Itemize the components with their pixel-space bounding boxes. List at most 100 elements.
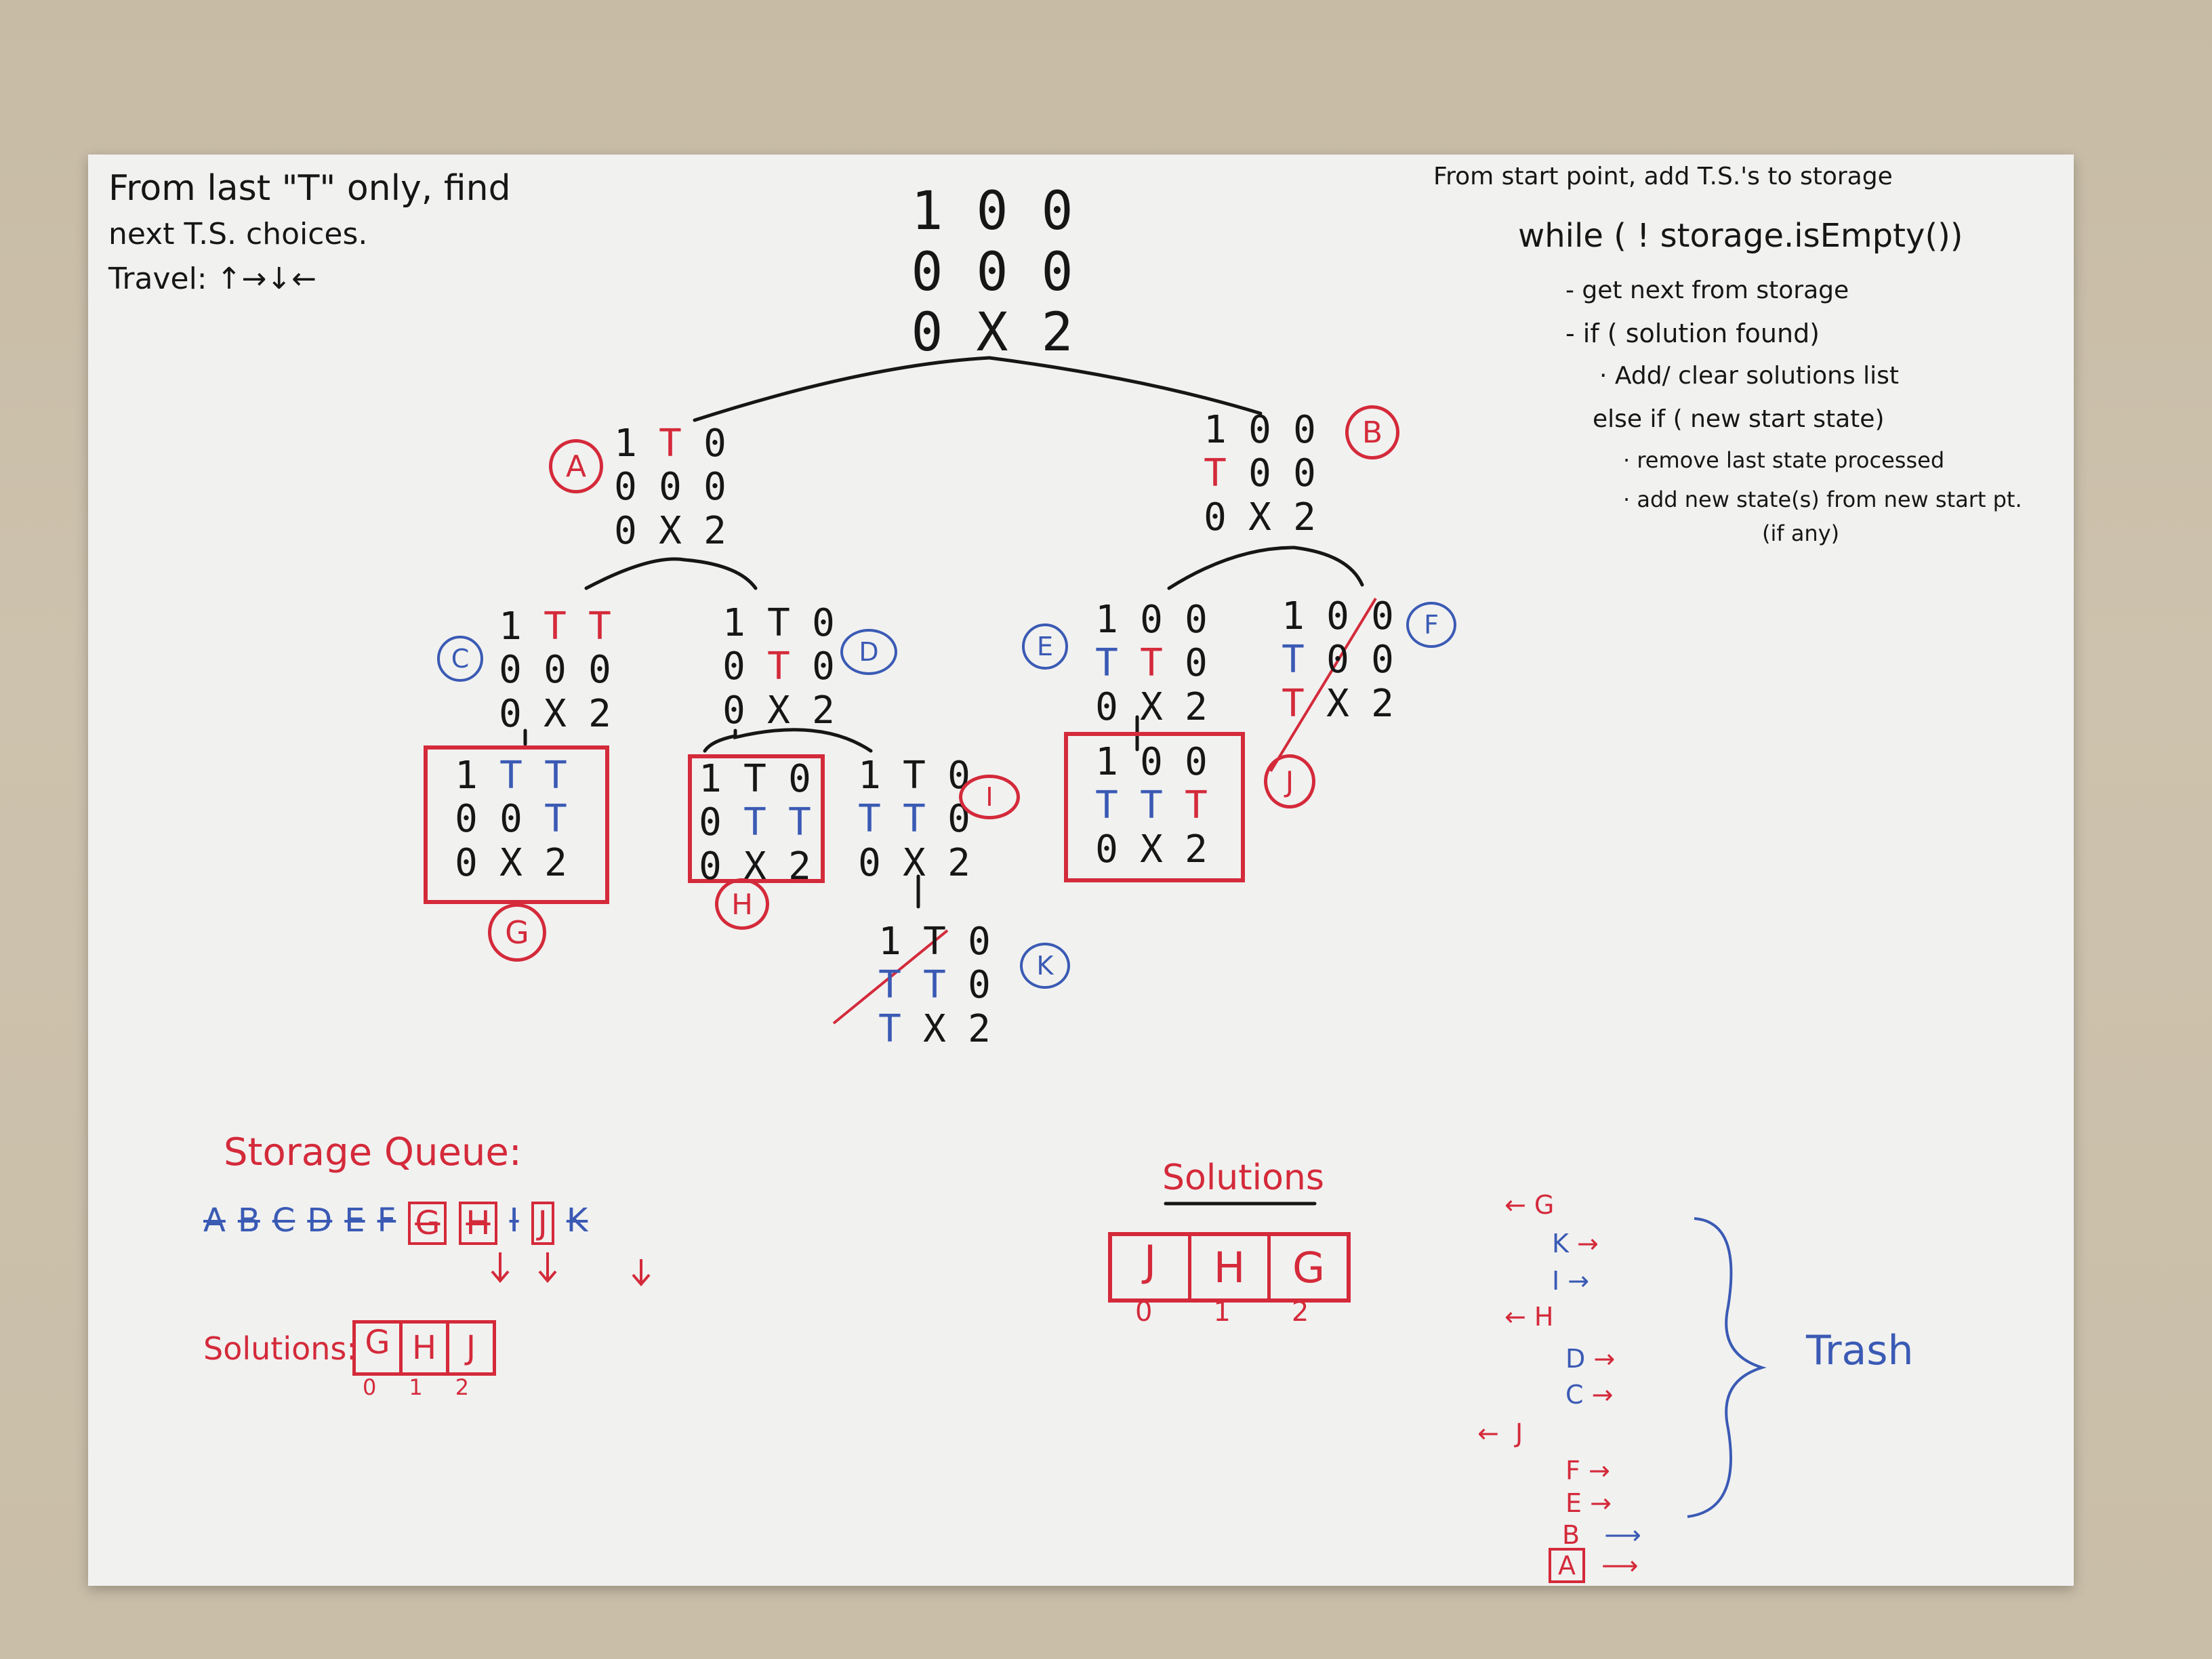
trash-brace — [1687, 1217, 1767, 1518]
storage-item: I — [509, 1202, 519, 1240]
solutions-left-list: G H J — [352, 1320, 496, 1376]
label-node-k: K — [1020, 943, 1070, 989]
note-top-left-1: From last "T" only, find — [108, 168, 511, 209]
solution-box-h — [688, 754, 825, 883]
note-top-right-8: · add new state(s) from new start pt. — [1623, 487, 2022, 512]
arrow-left-icon: ← — [1477, 1418, 1515, 1448]
label-node-e: E — [1022, 623, 1068, 670]
trash-item-a: A ⟶ — [1549, 1548, 1639, 1583]
arrow-down-g — [491, 1252, 510, 1284]
solutions-left-indices: 0 1 2 — [363, 1374, 469, 1400]
trash-item-d: D → — [1565, 1344, 1616, 1374]
solutions-center-index: 2 — [1291, 1296, 1309, 1328]
note-top-right-9: (if any) — [1762, 520, 1840, 546]
solutions-left-cell: G — [365, 1324, 390, 1361]
label-node-f: F — [1406, 602, 1456, 648]
note-top-right-3: - get next from storage — [1565, 276, 1849, 304]
trash-label: Trash — [1806, 1327, 1914, 1374]
solutions-center-title: Solutions — [1162, 1158, 1324, 1198]
note-top-right-6: else if ( new start state) — [1593, 405, 1885, 433]
solutions-left-index: 1 — [409, 1374, 423, 1400]
edge-a-c — [584, 557, 687, 590]
edge-b-e — [1167, 546, 1296, 590]
note-top-left-3: Travel: ↑→↓← — [108, 262, 317, 296]
trash-item-h: ← H — [1504, 1302, 1554, 1332]
storage-item: K — [566, 1202, 588, 1240]
solutions-center-index: 1 — [1213, 1296, 1231, 1328]
trash-item-b: B ⟶ — [1562, 1520, 1641, 1550]
solution-box-j — [1064, 732, 1245, 882]
arrow-down-j — [632, 1259, 651, 1287]
solutions-left-cell: H — [399, 1324, 446, 1372]
tree-connectors — [491, 356, 1767, 1518]
strike-k — [832, 929, 949, 1025]
trash-item-k: K → — [1552, 1229, 1599, 1258]
label-node-h: H — [715, 878, 769, 930]
edge-d-h-i — [733, 728, 873, 753]
trash-item-c: C → — [1565, 1380, 1614, 1410]
storage-item: G — [408, 1202, 447, 1245]
arrow-left-icon: ← — [1504, 1190, 1534, 1220]
trash-item-g: ← G — [1504, 1190, 1555, 1220]
note-top-right-2: while ( ! storage.isEmpty()) — [1518, 217, 1963, 255]
note-top-right-1: From start point, add T.S.'s to storage — [1433, 163, 1893, 190]
label-node-d: D — [840, 629, 897, 675]
arrow-right-icon: → — [1582, 1488, 1612, 1518]
arrow-down-h — [538, 1252, 557, 1284]
storage-queue-title: Storage Queue: — [224, 1130, 522, 1174]
storage-item: H — [459, 1202, 497, 1245]
edge-root-a — [693, 356, 991, 422]
arrow-right-icon: ⟶ — [1580, 1520, 1641, 1550]
solutions-center-indices: 0 1 2 — [1135, 1296, 1309, 1328]
solutions-center-list: J H G — [1108, 1232, 1351, 1303]
note-top-right-7: · remove last state processed — [1623, 447, 1945, 473]
storage-queue-items: A B C D E F G H I J K — [203, 1202, 588, 1245]
label-node-c: C — [437, 636, 483, 682]
arrow-right-icon: → — [1585, 1344, 1616, 1374]
solutions-center-cell: H — [1188, 1236, 1267, 1298]
trash-item-e: E → — [1565, 1488, 1612, 1518]
arrow-left-icon: ← — [1504, 1302, 1534, 1332]
storage-item: A — [203, 1202, 226, 1240]
arrow-right-icon: → — [1583, 1380, 1614, 1410]
storage-item: F — [377, 1202, 396, 1240]
whiteboard: From last "T" only, find next T.S. choic… — [88, 155, 2074, 1586]
arrow-right-icon: ⟶ — [1585, 1551, 1639, 1580]
storage-item: B — [237, 1202, 260, 1240]
label-node-a: A — [549, 439, 603, 493]
solutions-left-index: 2 — [455, 1374, 470, 1400]
label-node-g: G — [488, 903, 546, 962]
solution-box-g — [424, 745, 609, 904]
solutions-center-index: 0 — [1135, 1296, 1153, 1328]
solutions-center-cell: J — [1143, 1236, 1157, 1286]
label-node-b: B — [1345, 405, 1399, 459]
storage-item: D — [307, 1202, 333, 1240]
storage-item: E — [344, 1202, 365, 1240]
note-top-right-5: · Add/ clear solutions list — [1599, 362, 1900, 390]
solutions-left-cell: J — [446, 1324, 493, 1372]
edge-d-h — [703, 734, 737, 753]
edge-b-f — [1292, 546, 1364, 587]
strike-f — [1269, 597, 1377, 773]
label-node-j: J — [1264, 754, 1315, 808]
arrow-right-icon: → — [1559, 1266, 1590, 1296]
edge-root-b — [987, 356, 1263, 415]
arrow-right-icon: → — [1580, 1456, 1610, 1486]
storage-item: C — [272, 1202, 295, 1240]
note-top-right-4: - if ( solution found) — [1565, 319, 1820, 348]
trash-item-j: ← J — [1477, 1418, 1523, 1448]
arrow-right-icon: → — [1568, 1229, 1599, 1258]
trash-item-f: F → — [1565, 1456, 1610, 1486]
storage-item: J — [531, 1202, 554, 1245]
